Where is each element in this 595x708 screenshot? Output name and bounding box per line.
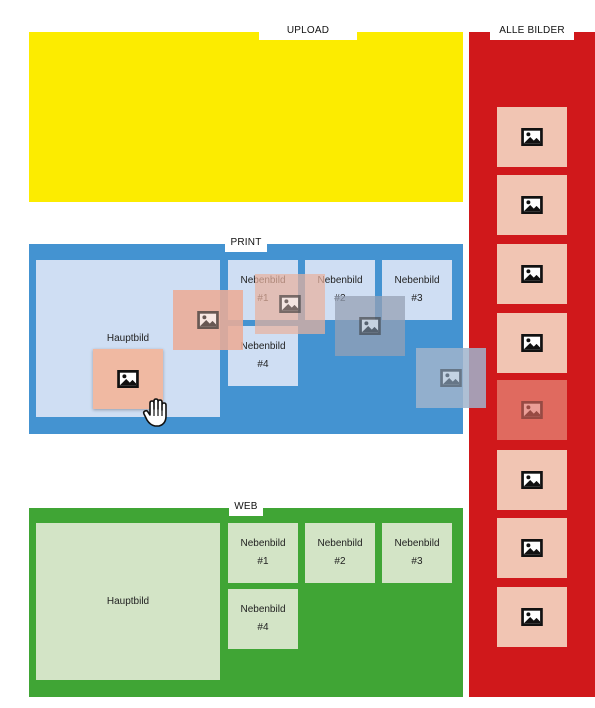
dragged-image-thumbnail[interactable]: [93, 349, 163, 409]
drag-ghost-thumbnail: [173, 290, 243, 350]
print-sub-image-label-3: Nebenbild #3: [394, 275, 440, 304]
image-icon: [521, 265, 543, 283]
image-thumbnail[interactable]: [497, 107, 567, 167]
web-label: WEB: [229, 500, 263, 516]
image-icon: [521, 128, 543, 146]
print-main-image-label: Hauptbild: [106, 332, 150, 344]
all-images-label: ALLE BILDER: [490, 24, 574, 40]
upload-label: UPLOAD: [259, 24, 357, 40]
image-thumbnail[interactable]: [497, 175, 567, 235]
image-icon: [521, 196, 543, 214]
drag-ghost-thumbnail: [416, 348, 486, 408]
image-icon: [197, 311, 219, 329]
image-icon: [521, 608, 543, 626]
web-sub-image-label-1: Nebenbild #1: [240, 538, 286, 567]
web-sub-image-slot-1[interactable]: Nebenbild #1: [228, 523, 298, 583]
web-main-image-slot[interactable]: Hauptbild: [36, 523, 220, 680]
image-icon: [521, 471, 543, 489]
image-icon: [359, 317, 381, 335]
image-icon: [521, 334, 543, 352]
grab-hand-icon: [142, 398, 167, 427]
image-thumbnail[interactable]: [497, 587, 567, 647]
web-sub-image-slot-3[interactable]: Nebenbild #3: [382, 523, 452, 583]
web-sub-image-label-2: Nebenbild #2: [317, 538, 363, 567]
image-icon: [279, 295, 301, 313]
web-sub-image-label-3: Nebenbild #3: [394, 538, 440, 567]
image-icon: [521, 401, 543, 419]
image-icon: [117, 370, 139, 388]
image-icon: [521, 539, 543, 557]
drag-ghost-thumbnail: [255, 274, 325, 334]
image-thumbnail[interactable]: [497, 244, 567, 304]
image-thumbnail-dragging-source[interactable]: [497, 380, 567, 440]
web-zone: Hauptbild Nebenbild #1 Nebenbild #2 Nebe…: [29, 508, 463, 697]
print-sub-image-label-4: Nebenbild #4: [240, 341, 286, 370]
web-sub-image-slot-4[interactable]: Nebenbild #4: [228, 589, 298, 649]
upload-zone[interactable]: [29, 32, 463, 202]
print-label: PRINT: [225, 236, 267, 252]
image-icon: [440, 369, 462, 387]
image-thumbnail[interactable]: [497, 313, 567, 373]
web-main-image-label: Hauptbild: [106, 595, 150, 607]
image-thumbnail[interactable]: [497, 518, 567, 578]
web-sub-image-slot-2[interactable]: Nebenbild #2: [305, 523, 375, 583]
image-thumbnail[interactable]: [497, 450, 567, 510]
drag-ghost-thumbnail: [335, 296, 405, 356]
web-sub-image-label-4: Nebenbild #4: [240, 604, 286, 633]
